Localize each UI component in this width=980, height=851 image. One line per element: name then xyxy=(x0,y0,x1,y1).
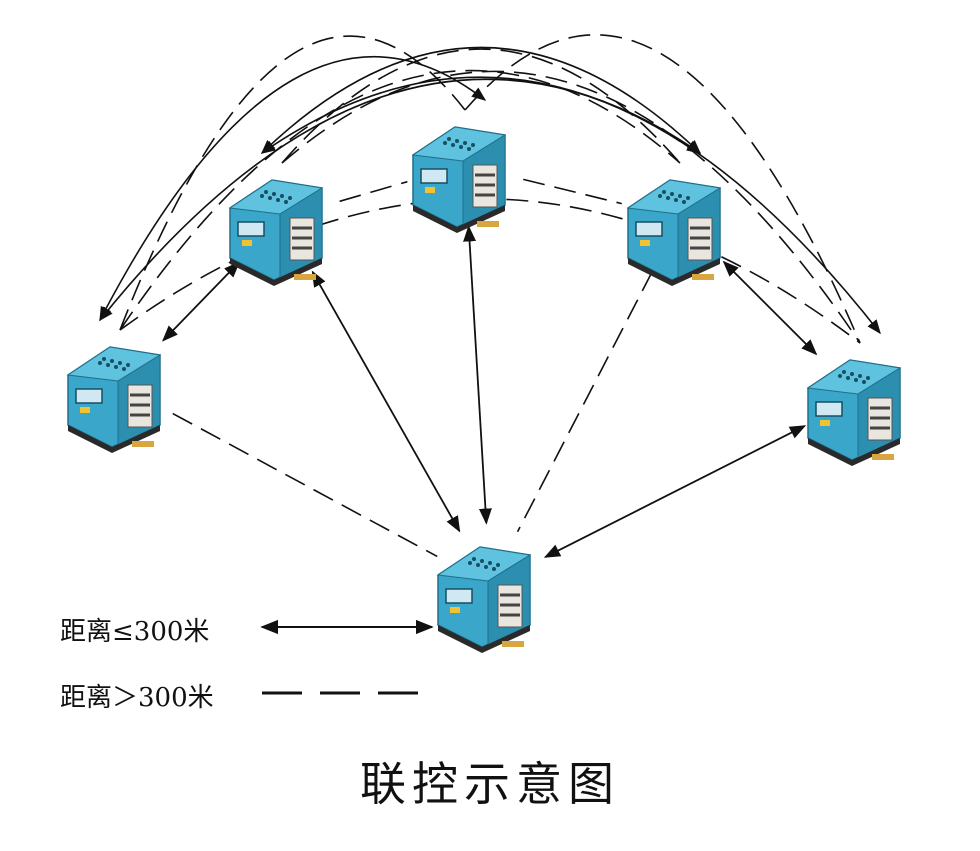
legend-dashed-label: 距离＞300米 xyxy=(60,683,214,713)
dashed-link-A-D xyxy=(119,69,681,331)
machine-left xyxy=(66,345,162,455)
solid-link-E-F xyxy=(543,425,807,558)
connection-lines xyxy=(99,34,881,558)
machine-bottom-center xyxy=(436,545,532,655)
dashed-link-D-F xyxy=(516,270,654,533)
machine-right xyxy=(806,358,902,468)
solid-link-B-F xyxy=(311,270,461,533)
solid-link-C-F xyxy=(463,225,492,525)
legend-solid-label: 距离≤300米 xyxy=(60,617,210,647)
machine-upper-right xyxy=(626,178,722,288)
dashed-link-C-D xyxy=(523,178,622,205)
dashed-link-B-C xyxy=(339,180,408,203)
arc-link-B-D xyxy=(260,46,702,154)
machines xyxy=(66,125,902,655)
machine-upper-left xyxy=(228,178,324,288)
diagram-title: 联控示意图 xyxy=(360,757,620,811)
arc-link-B-E xyxy=(260,76,881,335)
dashed-link-A-F xyxy=(172,412,438,558)
solid-link-D-E xyxy=(722,260,818,356)
machine-top-center xyxy=(411,125,507,235)
solid-link-A-B xyxy=(162,261,240,342)
